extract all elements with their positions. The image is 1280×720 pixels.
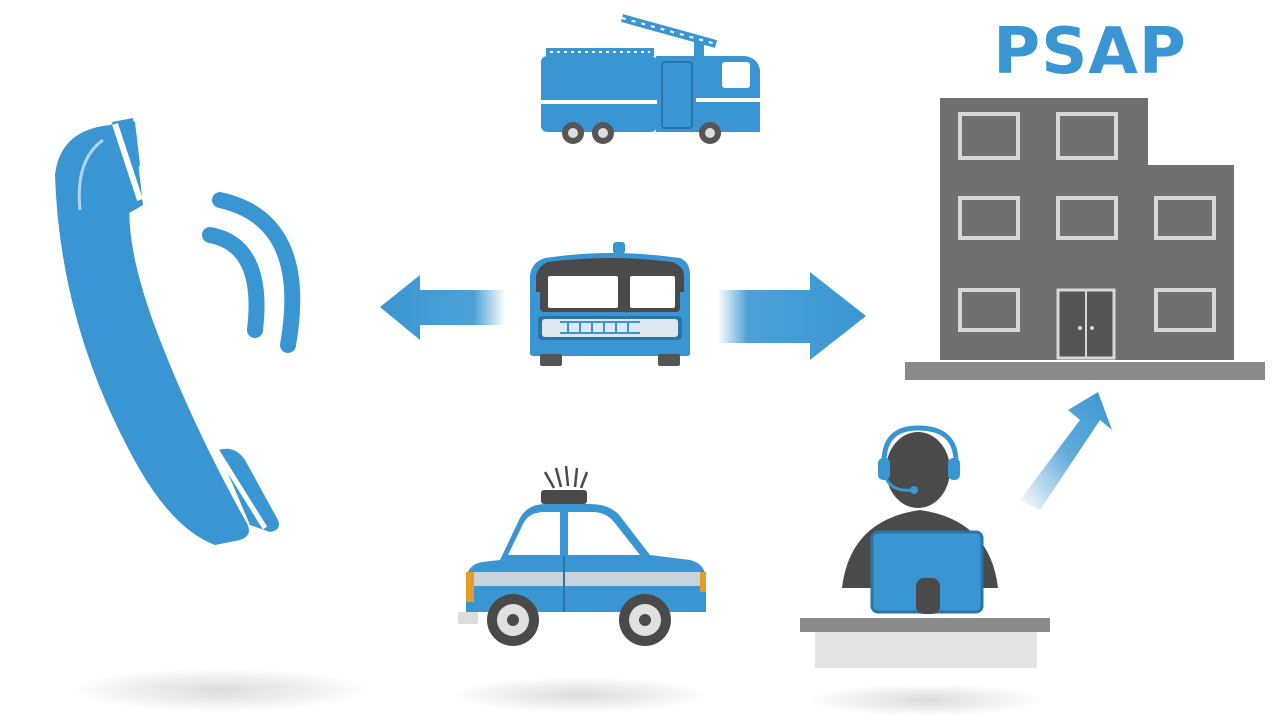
diagonal-arrow-icon <box>1020 392 1112 510</box>
left-arrow-icon <box>380 275 505 340</box>
police-car-icon <box>458 465 706 646</box>
fire-truck-icon <box>541 14 760 144</box>
ambulance-icon <box>530 242 690 366</box>
ground-shadows <box>70 668 1045 716</box>
psap-title: PSAP <box>993 15 1187 89</box>
sound-waves-icon <box>202 192 301 353</box>
dispatcher-icon <box>800 425 1050 668</box>
psap-building-icon <box>905 98 1265 380</box>
phone-handset-icon <box>55 118 279 545</box>
right-arrow-icon <box>718 272 866 360</box>
